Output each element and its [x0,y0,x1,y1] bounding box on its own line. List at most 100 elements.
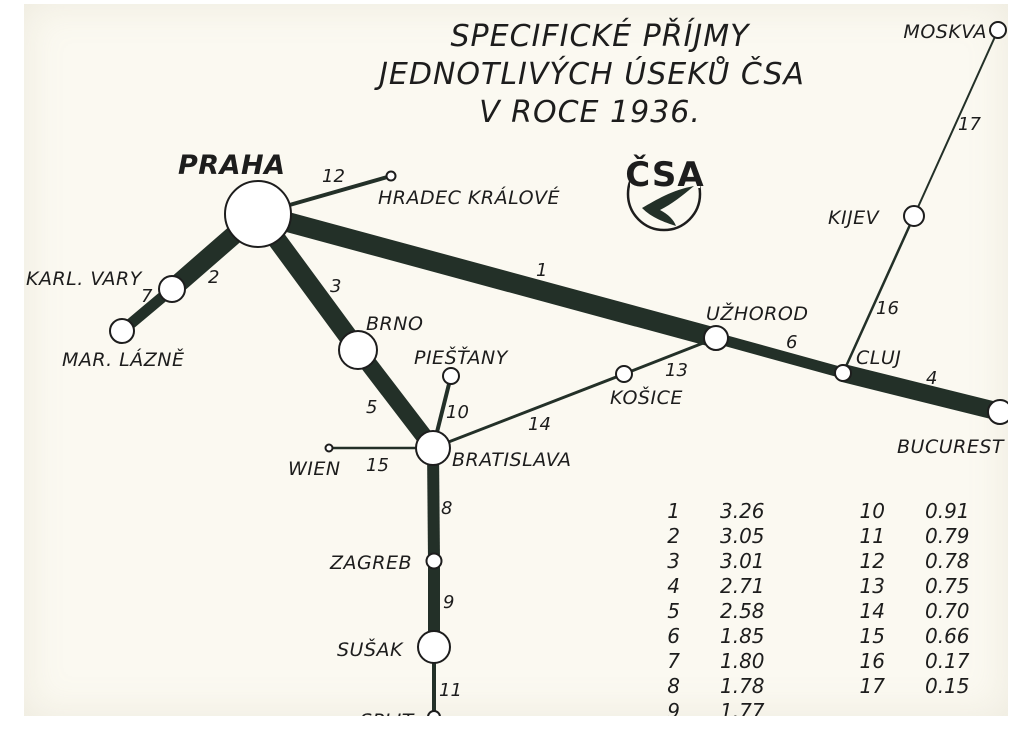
table-value: 1.85 [720,624,765,648]
table-value: 0.91 [925,499,970,523]
table-value: 0.15 [925,674,970,698]
node-marianske-lazne [109,318,135,344]
table-value: 0.70 [925,599,970,623]
table-segment: 7 [667,649,680,673]
segment-label: 10 [446,402,469,423]
node-uzhorod [703,325,729,351]
table-value: 0.66 [925,624,970,648]
label-brno: BRNO [366,313,423,335]
table-value: 2.58 [720,599,765,623]
table-segment: 17 [860,674,886,698]
route-16-cluj-kijev [841,215,916,374]
route-5-brno-bratislava [351,344,440,454]
segment-label: 13 [665,360,688,381]
route-13-kosice-uzhorod [623,336,717,376]
route-1-praha-uzhorod [255,204,719,348]
table-value: 2.71 [720,574,765,598]
segment-label: 16 [876,298,899,319]
title-line-3: V ROCE 1936. [479,95,701,130]
segment-label: 2 [208,267,219,288]
table-segment: 8 [667,674,680,698]
table-segment: 14 [860,599,885,623]
table-value: 3.26 [720,499,765,523]
table-value: 0.75 [925,574,970,598]
label-uzhorod: UŽHOROD [706,302,808,325]
node-zagreb [425,552,443,570]
segment-label: 15 [366,455,389,476]
logo-text: ČSA [625,154,704,195]
table-segment: 6 [667,624,680,648]
table-segment: 16 [860,649,885,673]
table-value: 1.80 [720,649,765,673]
table-segment: 5 [667,599,680,623]
table-value: 1.78 [720,674,765,698]
label-kosice: KOŠICE [610,385,683,409]
swallow-icon [642,186,694,226]
segment-label: 17 [958,114,981,135]
revenue-table-left: 1 3.26 2 3.05 3 3.01 4 2.71 5 2.58 6 1.8… [667,499,765,723]
label-zagreb: ZAGREB [329,552,412,574]
node-cluj [834,364,852,382]
route-lines [118,29,1003,716]
table-segment: 13 [860,574,885,598]
segment-label: 4 [926,368,937,389]
label-wien: WIEN [288,458,341,480]
table-segment: 3 [667,549,680,573]
table-value: 0.17 [925,649,970,673]
node-praha [224,180,292,248]
node-hradec [385,170,397,182]
segment-label: 3 [330,276,341,297]
label-piestany: PIEŠŤANY [414,345,509,369]
node-kosice [615,365,633,383]
node-wien [324,443,334,453]
segment-label: 12 [322,166,345,187]
label-bucurest: BUCUREST [897,436,1005,458]
node-split [427,710,441,716]
route-8-bratislava-zagreb [427,447,440,562]
node-bucurest [987,399,1008,425]
map-title: SPECIFICKÉ PŘÍJMY JEDNOTLIVÝCH ÚSEKŮ ČSA… [374,18,805,130]
label-hradec: HRADEC KRÁLOVÉ [378,186,560,209]
city-labels: PRAHA HRADEC KRÁLOVÉ KARL. VARY MAR. LÁZ… [26,21,1005,730]
node-karlovy-vary [158,275,186,303]
label-susak: SUŠAK [337,637,404,661]
label-moskva: MOSKVA [903,21,987,43]
revenue-table: 1 3.26 2 3.05 3 3.01 4 2.71 5 2.58 6 1.8… [667,499,970,723]
label-bratislava: BRATISLAVA [452,449,571,471]
bottom-margin [0,716,1024,730]
table-segment: 15 [860,624,885,648]
table-segment: 2 [667,524,680,548]
table-value: 0.78 [925,549,970,573]
table-segment: 4 [667,574,680,598]
logo-text-backing [630,152,700,188]
segment-label: 1 [536,260,547,281]
city-nodes [109,21,1008,716]
segment-label: 9 [443,592,454,613]
paper-sheet [24,4,1008,716]
route-6-uzhorod-cluj [714,332,845,379]
segment-label: 8 [441,498,452,519]
csa-logo: ČSA [625,152,704,232]
table-segment: 12 [860,549,885,573]
revenue-table-right: 10 0.91 11 0.79 12 0.78 13 0.75 14 0.70 … [860,499,970,698]
route-17-kijev-moskva [913,29,999,217]
route-4-cluj-bucurest [840,364,1003,421]
node-bratislava [415,430,451,466]
table-segment: 11 [860,524,885,548]
table-value: 3.01 [720,549,765,573]
node-kijev [903,205,925,227]
table-segment: 10 [860,499,885,523]
label-kijev: KIJEV [828,207,881,229]
node-brno [338,330,378,370]
table-segment: 1 [667,499,680,523]
segment-numbers: 1 2 3 4 5 6 7 8 9 10 11 12 13 14 15 16 1… [141,114,981,701]
label-cluj: CLUJ [856,347,901,369]
title-line-2: JEDNOTLIVÝCH ÚSEKŮ ČSA [374,55,805,92]
label-praha: PRAHA [178,150,285,181]
label-karlovy-vary: KARL. VARY [26,268,143,290]
title-line-1: SPECIFICKÉ PŘÍJMY [451,18,752,54]
node-moskva [989,21,1007,39]
segment-label: 7 [141,286,153,307]
label-marianske-lazne: MAR. LÁZNĚ [62,348,185,371]
